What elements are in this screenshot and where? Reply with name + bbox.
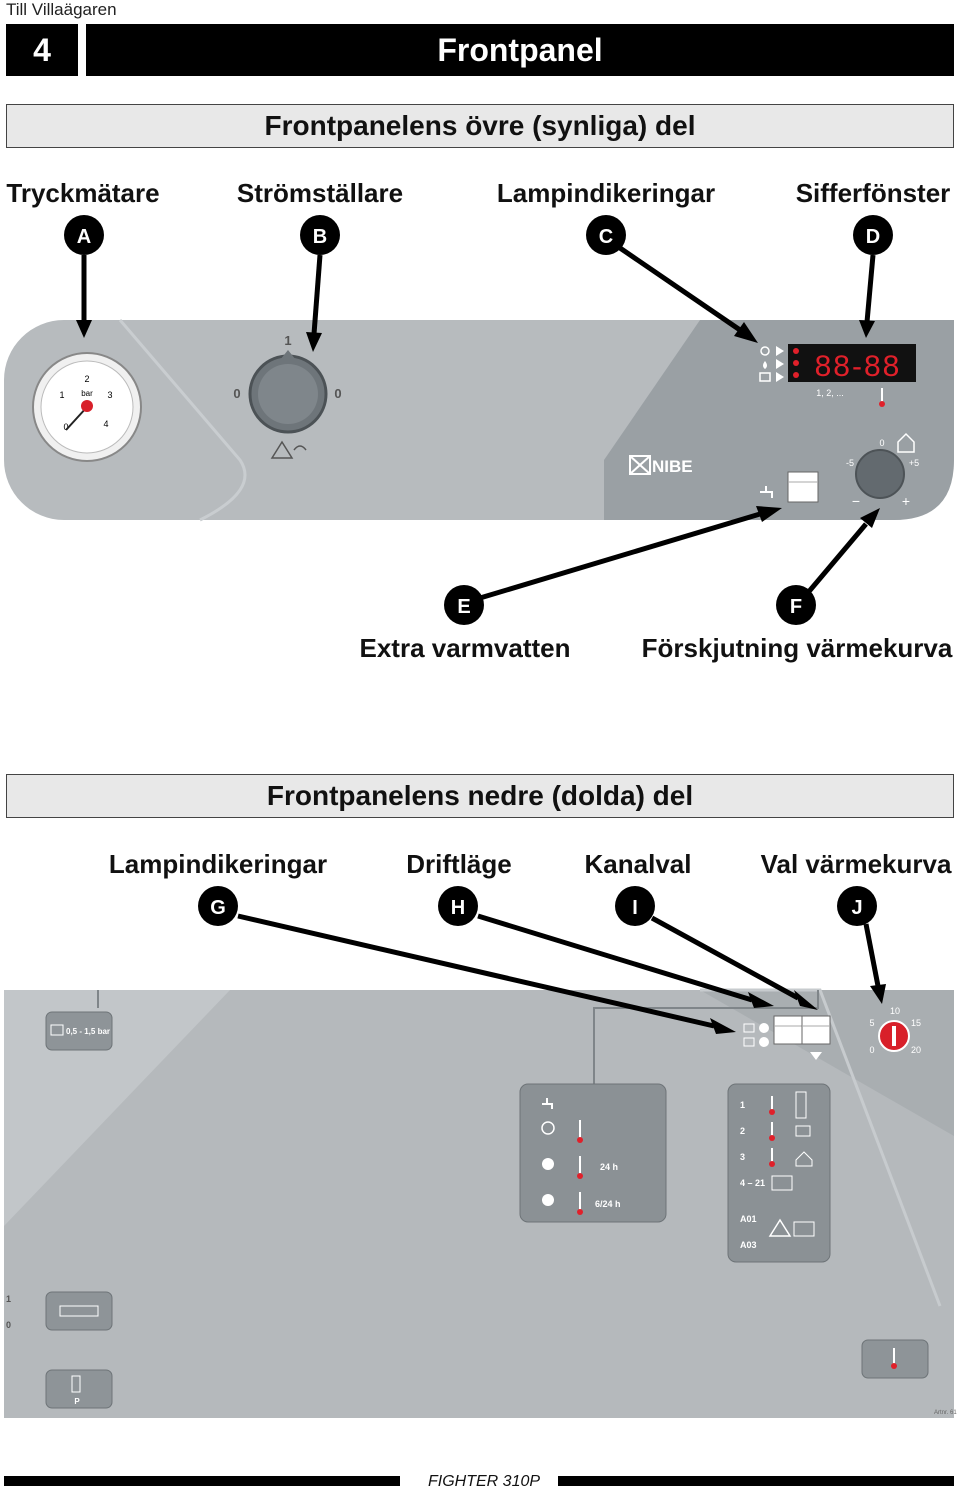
svg-text:0: 0 [334, 386, 341, 401]
lamp-indicator-icons [759, 346, 784, 382]
label-lamp-indicators: Lampindikeringar [496, 178, 716, 208]
digit-display: 88-88 1, 2, ... [788, 344, 916, 407]
warning-icon [270, 440, 307, 459]
svg-text:1: 1 [740, 1100, 745, 1110]
power-switch[interactable]: 1 0 0 [233, 333, 342, 459]
pressure-gauge: 0 1 2 3 4 bar [32, 352, 142, 462]
house-icon [897, 432, 915, 453]
svg-text:0,5 - 1,5 bar: 0,5 - 1,5 bar [66, 1027, 110, 1036]
svg-text:2: 2 [740, 1126, 745, 1136]
label-pressure-gauge: Tryckmätare [6, 178, 160, 208]
chapter-title: Frontpanel [86, 24, 954, 76]
svg-text:bar: bar [81, 389, 93, 398]
label-digit-window: Sifferfönster [795, 178, 951, 208]
extra-hot-water-button[interactable] [760, 471, 819, 503]
svg-text:A03: A03 [740, 1240, 757, 1250]
thermometer-icon [879, 388, 885, 407]
marker-b: B [300, 215, 340, 255]
marker-h: H [438, 886, 478, 926]
operating-mode-button[interactable] [773, 1015, 803, 1045]
marker-j: J [837, 886, 877, 926]
svg-text:3: 3 [107, 390, 112, 400]
lower-arrows [237, 913, 886, 1034]
marker-g: G [198, 886, 238, 926]
upper-arrows [76, 245, 880, 601]
svg-text:1: 1 [6, 1294, 11, 1304]
back-link[interactable]: Till Villaägaren [6, 0, 117, 19]
svg-text:0: 0 [63, 422, 68, 432]
svg-text:88-88: 88-88 [815, 350, 902, 383]
nibe-logo: NIBE [629, 455, 693, 476]
svg-text:1, 2, ...: 1, 2, ... [816, 388, 844, 398]
operating-mode-panel: 24 h 6/24 h [519, 1083, 667, 1223]
svg-text:G: G [210, 897, 226, 919]
svg-text:1: 1 [284, 333, 291, 348]
pump-badge: P [45, 1369, 113, 1409]
svg-text:Artnr. 61: Artnr. 61 [934, 1410, 957, 1416]
svg-text:H: H [451, 897, 465, 919]
svg-text:0: 0 [869, 1045, 874, 1055]
svg-text:1: 1 [59, 390, 64, 400]
svg-text:E: E [457, 596, 470, 618]
marker-d: D [853, 215, 893, 255]
svg-text:B: B [313, 226, 327, 248]
label-power-switch: Strömställare [236, 178, 404, 208]
footer-rule-right [558, 1476, 954, 1486]
tap-icon [760, 486, 773, 498]
fuse-badge [45, 1291, 113, 1331]
svg-text:A: A [77, 226, 91, 248]
label-extra-hot-water: Extra varmvatten [359, 633, 571, 663]
svg-text:0: 0 [879, 438, 884, 448]
marker-f: F [776, 585, 816, 625]
lower-lamp-indicators [743, 1023, 769, 1047]
pressure-badge: 0,5 - 1,5 bar [45, 1011, 113, 1051]
alarm-warning-icon [768, 1218, 792, 1237]
svg-text:C: C [599, 226, 613, 248]
svg-text:24 h: 24 h [600, 1162, 618, 1172]
curve-offset-knob[interactable]: 0 -5 +5 − + [846, 432, 919, 509]
svg-text:A01: A01 [740, 1214, 757, 1224]
thermostat-badge [861, 1339, 929, 1379]
marker-a: A [64, 215, 104, 255]
upper-panel-figure: A B C D 0 1 2 3 4 bar [4, 215, 954, 625]
svg-text:5: 5 [869, 1018, 874, 1028]
lower-panel-figure: G H I J 0,5 - 1,5 bar [4, 886, 957, 1418]
svg-text:0: 0 [6, 1320, 11, 1330]
svg-text:2: 2 [84, 374, 89, 384]
svg-text:4 – 21: 4 – 21 [740, 1178, 765, 1188]
svg-text:−: − [852, 493, 860, 509]
svg-text:+: + [902, 493, 910, 509]
svg-text:-5: -5 [846, 458, 854, 468]
upper-section-title: Frontpanelens övre (synliga) del [6, 104, 954, 148]
svg-text:6/24 h: 6/24 h [595, 1199, 621, 1209]
svg-text:D: D [866, 226, 880, 248]
channel-panel: 1 2 3 4 – 21 A01 A03 [727, 1083, 831, 1263]
svg-text:I: I [632, 897, 638, 919]
svg-text:+5: +5 [909, 458, 919, 468]
svg-text:F: F [790, 596, 802, 618]
chapter-number: 4 [6, 24, 78, 76]
svg-text:20: 20 [911, 1045, 921, 1055]
svg-text:10: 10 [890, 1006, 900, 1016]
label-channel-select: Kanalval [584, 849, 692, 879]
label-curve-offset: Förskjutning värmekurva [641, 633, 953, 663]
channel-select-button[interactable] [801, 1015, 831, 1060]
svg-text:J: J [851, 897, 862, 919]
marker-c: C [586, 215, 626, 255]
marker-e: E [444, 585, 484, 625]
label-operating-mode: Driftläge [406, 849, 512, 879]
svg-text:4: 4 [103, 419, 108, 429]
svg-text:0: 0 [233, 386, 240, 401]
label-lower-lamp-indicators: Lampindikeringar [108, 849, 328, 879]
svg-text:NIBE: NIBE [652, 457, 693, 476]
marker-i: I [615, 886, 655, 926]
svg-text:15: 15 [911, 1018, 921, 1028]
footer-rule-left [4, 1476, 400, 1486]
svg-text:3: 3 [740, 1152, 745, 1162]
svg-text:P: P [74, 1397, 80, 1406]
footer-model: FIGHTER 310P [428, 1473, 541, 1490]
lower-section-title: Frontpanelens nedre (dolda) del [6, 774, 954, 818]
heating-curve-dial[interactable]: 5 10 15 0 20 [869, 1006, 921, 1055]
label-heating-curve-select: Val värmekurva [760, 849, 952, 879]
